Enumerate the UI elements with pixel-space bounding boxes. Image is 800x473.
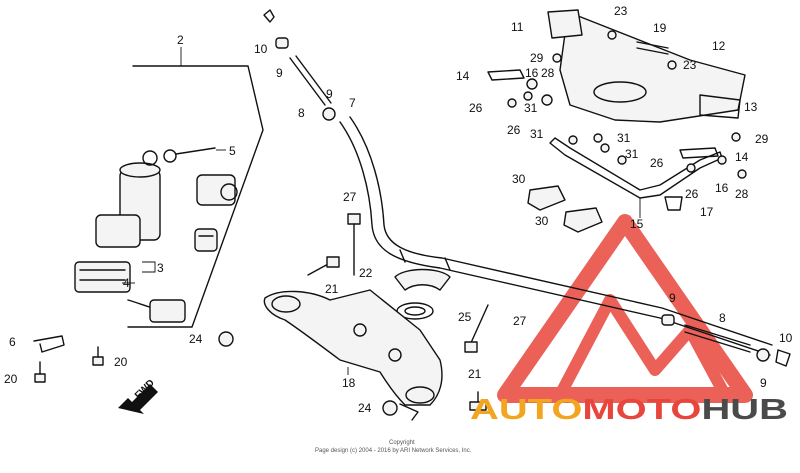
stay-14-a [487,69,525,81]
stay-14-b [679,147,719,159]
part-label: 11 [511,20,524,34]
part-label: 24 [189,332,203,346]
handlebar [339,116,773,356]
screws-31 [568,133,627,165]
part-label: 8 [719,311,726,325]
part-label: 31 [625,147,639,161]
emblem-11 [547,9,583,39]
clamp-30-b [563,207,603,233]
part-label: 8 [298,106,305,120]
screw-29-a [552,53,562,63]
part-label: 13 [744,100,758,114]
watermark-word-moto: MOTO [582,394,701,426]
part-labels: 2 5 3 4 6 20 20 24 10 9 8 9 7 27 21 22 2… [4,4,793,415]
part-label: 12 [712,39,726,53]
part-label: 29 [530,51,544,65]
lock-cylinder-part [196,174,238,206]
part-label: 16 [715,181,729,195]
nut-24-b [382,400,419,421]
bolt-20-a [92,346,104,366]
fwd-arrow: FWD [118,378,158,414]
part-label: 9 [326,87,333,101]
part-label: 7 [349,96,356,110]
part-label: 14 [456,69,470,83]
top-bridge [263,289,443,406]
bracket-outline [127,65,264,328]
part-label: 27 [343,190,357,204]
part-label: 26 [650,156,664,170]
part-label: 25 [458,310,472,324]
part-label: 20 [114,355,128,369]
copyright-line-2: Page design (c) 2004 - 2016 by ARI Netwo… [315,448,472,454]
part-label: 21 [325,282,339,296]
part-label: 9 [760,376,767,390]
fastener-cluster-b [686,155,747,179]
steering-damper-right [661,314,791,367]
part-label: 23 [614,4,628,18]
ignition-switch-group [33,47,264,383]
part-label: 3 [157,261,164,275]
part-label: 29 [755,132,769,146]
watermark-logo-mark [497,214,753,403]
watermark-word-auto: AUTO [470,394,582,426]
part-label: 23 [683,58,697,72]
part-label: 2 [177,33,184,47]
part-label: 20 [4,372,18,386]
part-label: 21 [468,367,482,381]
part-label: 31 [524,101,538,115]
copyright-line-1: Copyright [389,440,415,446]
fastener-cluster-a [507,78,553,108]
part-label: 28 [735,187,749,201]
part-label: 24 [358,401,372,415]
part-label: 31 [617,131,631,145]
part-label: 28 [541,66,555,80]
screw-23-a [607,30,617,40]
part-label: 16 [525,66,539,80]
part-label: 9 [669,291,676,305]
key-set [142,147,216,166]
holder-upper-22 [394,268,451,291]
part-label: 10 [254,42,268,56]
part-label: 9 [276,66,283,80]
bolt-27-b [464,304,489,353]
bracket-19 [636,41,669,55]
rubber-grommet [194,228,218,252]
copyright-notice: Copyright Page design (c) 2004 - 2016 by… [315,440,472,454]
part-label: 26 [507,123,521,137]
part-label: 26 [469,101,483,115]
bolt-20-b [34,361,46,383]
part-label: 26 [685,187,699,201]
ignition-switch-body [74,162,186,323]
part-label: 19 [653,21,667,35]
part-label: 5 [229,144,236,158]
screw-23-b [667,60,677,70]
bolt-21-a [307,256,340,276]
clamp-30-a [527,185,566,211]
leader-3 [142,261,156,273]
part-label: 4 [123,276,130,290]
clip-17 [664,196,683,211]
part-label: 18 [342,376,356,390]
part-label: 30 [535,214,549,228]
part-label: 31 [530,127,544,141]
part-label: 30 [512,172,526,186]
watermark-word-hub: HUB [701,394,788,426]
part-label: 17 [700,205,714,219]
screw-29-b [731,132,741,142]
handlebar-cover-12 [559,11,746,123]
nut-24-a [218,331,234,347]
handlebar-holder-bolt-27-a [347,213,361,276]
part-label: 6 [9,335,16,349]
part-label: 10 [779,331,793,345]
wire-clip [33,335,65,353]
steering-damper-left [263,9,336,121]
part-label: 22 [359,266,373,280]
part-label: 15 [630,217,644,231]
part-label: 27 [513,314,527,328]
bolt-21-b [469,391,487,411]
part-label: 14 [735,150,749,164]
